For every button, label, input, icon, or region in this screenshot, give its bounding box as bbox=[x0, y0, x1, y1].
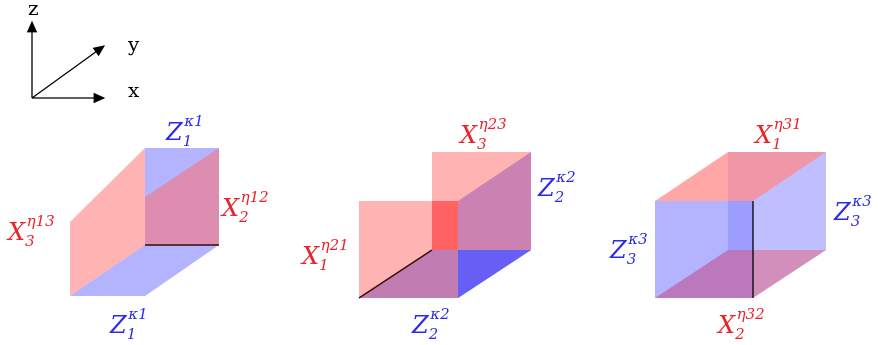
box3-top-label: X1η31 bbox=[753, 115, 802, 153]
box1-bottom-label: Z1κ1 bbox=[109, 305, 148, 343]
box2-right-label: Z2κ2 bbox=[537, 168, 576, 206]
box2-overlap bbox=[432, 201, 458, 250]
box-1: Z1κ1 Z1κ1 X3η13 X2η12 bbox=[6, 112, 269, 343]
box2-edge bbox=[358, 249, 433, 299]
x-axis-label: x bbox=[128, 78, 140, 102]
box1-right-face bbox=[145, 148, 219, 245]
box3-right-label: Z3κ3 bbox=[833, 192, 872, 230]
y-axis-arrow bbox=[31, 45, 106, 99]
y-axis-label: y bbox=[127, 32, 140, 56]
box3-bottom-label: X2η32 bbox=[716, 305, 765, 343]
box1-bottom-face bbox=[70, 245, 219, 296]
box2-top-label: X3η23 bbox=[458, 115, 507, 153]
box1-top-label: Z1κ1 bbox=[165, 112, 204, 150]
z-axis-label: z bbox=[28, 0, 39, 20]
box1-left-face bbox=[70, 148, 145, 296]
box3-top-face bbox=[655, 152, 826, 201]
box3-left-label: Z3κ3 bbox=[609, 230, 648, 268]
box3-bottom-face bbox=[655, 250, 826, 298]
box2-left-label: X1η21 bbox=[300, 236, 349, 274]
box1-right-label: X2η12 bbox=[220, 188, 269, 226]
box2-blue-corner bbox=[458, 250, 531, 298]
box2-bottom-label: Z2κ2 bbox=[411, 305, 450, 343]
box1-left-label: X3η13 bbox=[6, 212, 55, 250]
axes-triad: z y x bbox=[26, 0, 140, 104]
box-3: X1η31 Z3κ3 Z3κ3 X2η32 bbox=[609, 115, 872, 343]
box-2: X3η23 Z2κ2 X1η21 Z2κ2 bbox=[300, 115, 576, 343]
